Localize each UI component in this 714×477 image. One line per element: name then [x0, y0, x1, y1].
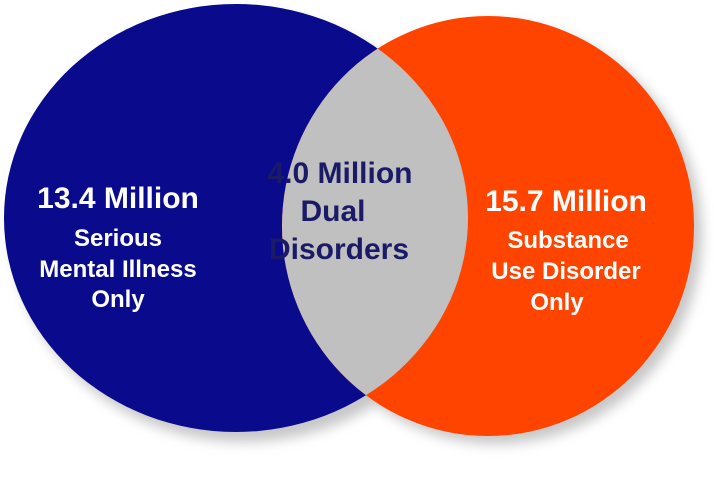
overlap-region-dual-disorders [282, 16, 468, 432]
right-label-line-1: Substance [507, 227, 628, 254]
right-value-label: 15.7 Million [485, 185, 647, 218]
right-label-line-3: Only [530, 289, 584, 316]
overlap-value-label: 4.0 Million [267, 157, 412, 190]
left-label-line-1: Serious [74, 225, 162, 252]
left-label-line-3: Only [91, 286, 145, 313]
overlap-label-line-1: Dual [300, 195, 365, 228]
left-label-line-2: Mental Illness [39, 256, 196, 283]
right-label-line-2: Use Disorder [491, 258, 640, 285]
overlap-label-line-2: Disorders [269, 233, 409, 266]
left-value-label: 13.4 Million [37, 182, 199, 215]
